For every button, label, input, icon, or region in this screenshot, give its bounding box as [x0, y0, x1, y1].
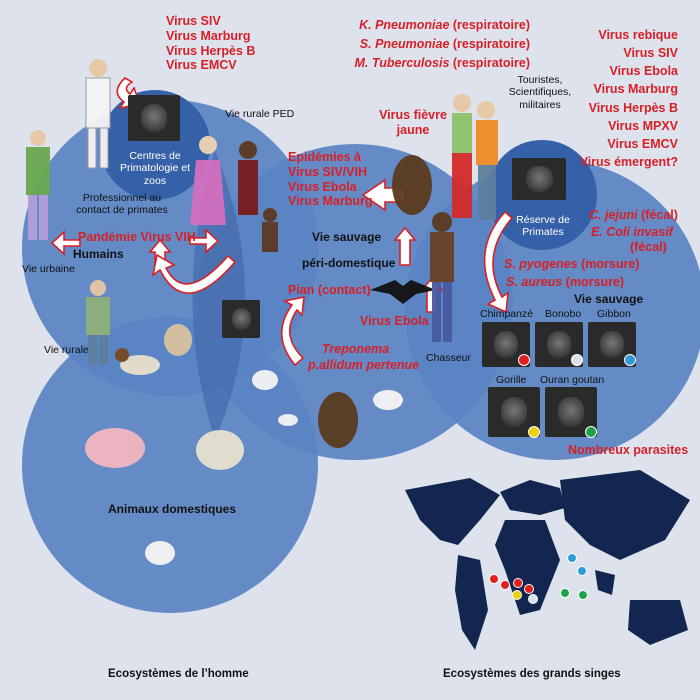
vie-sauvage-circle	[405, 160, 700, 460]
centre-primate-photo	[128, 95, 180, 141]
world-map	[405, 470, 690, 650]
top-bacteria-list: K. Pneumoniae (respiratoire) S. Pneumoni…	[354, 18, 530, 70]
virus-ebola-mid-label: Virus Ebola	[360, 314, 429, 328]
map-dot-gibbon-2	[577, 566, 587, 576]
ape-label-bonobo: Bonobo	[545, 308, 582, 320]
chasseur-label: Chasseur	[426, 352, 471, 364]
centre-primatologie-label: Centres de Primatologie et zoos	[119, 150, 191, 187]
ecoli-label: E. Coli invasif	[591, 225, 673, 239]
vie-rurale-ped-label: Vie rurale PED	[225, 108, 295, 120]
dot-bonobo	[571, 354, 583, 366]
peri-domestique-label: péri-domestique	[302, 256, 396, 270]
centre-primatologie-circle	[100, 90, 210, 200]
pian-label: Pian (contact)	[288, 283, 371, 297]
map-dot-chimpanze-1	[489, 574, 499, 584]
dot-ourang	[585, 426, 597, 438]
dot-gibbon	[624, 354, 636, 366]
dot-gorille	[528, 426, 540, 438]
humains-label: Humains	[73, 247, 124, 261]
ape-label-gibbon: Gibbon	[597, 308, 631, 320]
fievre-jaune-label: Virus fièvre jaune	[379, 108, 447, 137]
dot-chimpanze	[518, 354, 530, 366]
epidemies-list: Epidémies à Virus SIV/VIH Virus Ebola Vi…	[288, 150, 373, 209]
map-dot-ourang-1	[578, 590, 588, 600]
overlap-primate-photo	[222, 300, 260, 338]
ape-label-chimpanze: Chimpanzé	[480, 308, 534, 320]
map-dot-chimpanze-3	[513, 578, 523, 588]
map-dot-gorille	[512, 590, 522, 600]
saureus-label: S. aureus (morsure)	[506, 275, 625, 289]
animaux-domestiques-label: Animaux domestiques	[108, 502, 237, 516]
cjejuni-label: C. jejuni (fécal)	[589, 208, 678, 222]
transmission-arrows	[50, 77, 514, 367]
footer-right: Ecosystèmes des grands singes	[443, 668, 621, 680]
ape-label-gorille: Gorille	[496, 374, 527, 386]
professionnel-label: Professionnel au contact de primates	[76, 192, 168, 217]
map-dot-bonobo	[528, 594, 538, 604]
reserve-primate-photo	[512, 158, 566, 200]
right-virus-list: Virus rebique Virus SIV Virus Ebola Viru…	[579, 28, 678, 169]
spyogenes-label: S. pyogenes (morsure)	[504, 257, 640, 271]
vie-sauvage-mid-label: Vie sauvage	[312, 230, 382, 244]
vie-rurale-label: Vie rurale	[44, 344, 89, 356]
footer-left: Ecosystèmes de l’homme	[108, 668, 249, 680]
figures	[26, 59, 498, 565]
map-dot-gibbon-1	[567, 553, 577, 563]
ecoli-note: (fécal)	[630, 240, 667, 254]
map-dot-chimpanze-4	[524, 584, 534, 594]
map-dot-chimpanze-2	[500, 580, 510, 590]
nombreux-parasites-label: Nombreux parasites	[568, 443, 689, 457]
treponema-label: Treponema	[322, 342, 390, 356]
vie-sauvage-right-label: Vie sauvage	[574, 292, 644, 306]
vie-urbaine-label: Vie urbaine	[22, 263, 75, 275]
pandemie-vih-label: Pandémie Virus VIH	[78, 230, 196, 244]
reserve-primates-label: Réserve de Primates	[516, 214, 570, 239]
ape-label-ouran: Ouran goutan	[540, 374, 605, 386]
touristes-label: Touristes, Scientifiques, militaires	[508, 74, 572, 111]
map-dot-ourang-2	[560, 588, 570, 598]
treponema-label-2: p.allidum pertenue	[308, 358, 420, 372]
left-virus-list: Virus SIV Virus Marburg Virus Herpès B V…	[166, 14, 256, 73]
